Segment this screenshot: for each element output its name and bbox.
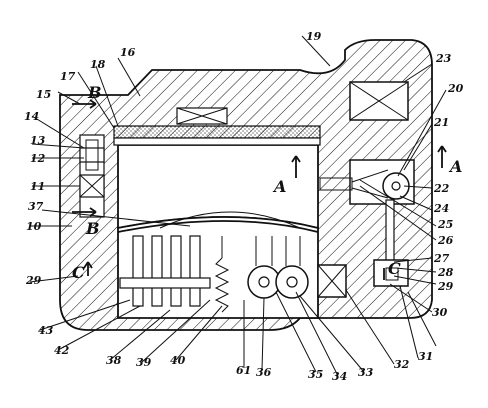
callout-38: 38	[106, 354, 122, 367]
section-b-bottom: B	[85, 219, 100, 238]
callout-12: 12	[30, 152, 46, 165]
spring	[214, 257, 230, 313]
main-chamber	[117, 144, 319, 230]
callout-23: 23	[435, 52, 452, 65]
callout-29-right: 29	[437, 280, 454, 293]
callout-20: 20	[447, 82, 464, 95]
callout-40: 40	[170, 354, 186, 367]
section-c-right: C	[388, 259, 401, 278]
callout-36: 36	[256, 366, 272, 379]
callout-15: 15	[36, 88, 51, 101]
callout-25: 25	[437, 218, 453, 231]
seal-strip	[113, 125, 321, 139]
callout-29-left: 29	[25, 274, 42, 287]
callout-37: 37	[28, 200, 44, 213]
callout-32: 32	[394, 358, 410, 371]
callout-labels: 19 16 18 17 15 14 13 12 11 10 37 29 43 4…	[24, 30, 464, 383]
section-labels: B B A A C C	[72, 83, 462, 282]
callout-39: 39	[136, 356, 152, 369]
section-b-top: B	[87, 83, 102, 102]
callout-10: 10	[26, 220, 42, 233]
callout-13: 13	[30, 134, 46, 147]
comb-rods	[119, 235, 211, 307]
section-a-right: A	[448, 157, 462, 176]
callout-18: 18	[90, 58, 106, 71]
callout-27: 27	[433, 252, 450, 265]
callout-21: 21	[433, 116, 449, 129]
callout-22: 22	[433, 182, 450, 195]
callout-17: 17	[60, 70, 76, 83]
callout-28: 28	[437, 266, 454, 279]
callout-31: 31	[418, 350, 433, 363]
section-c-left: C	[72, 263, 85, 282]
callout-42: 42	[54, 344, 70, 357]
callout-61: 61	[236, 364, 251, 377]
callout-11: 11	[30, 180, 45, 193]
callout-30: 30	[432, 306, 448, 319]
callout-35: 35	[308, 368, 323, 381]
section-a-left: A	[272, 177, 286, 196]
callout-34: 34	[332, 370, 347, 383]
callout-19: 19	[306, 30, 322, 43]
callout-16: 16	[120, 46, 136, 59]
callout-14: 14	[24, 110, 39, 123]
callout-33: 33	[358, 366, 374, 379]
callout-43: 43	[38, 324, 54, 337]
callout-24: 24	[433, 202, 449, 215]
callout-26: 26	[437, 234, 454, 247]
